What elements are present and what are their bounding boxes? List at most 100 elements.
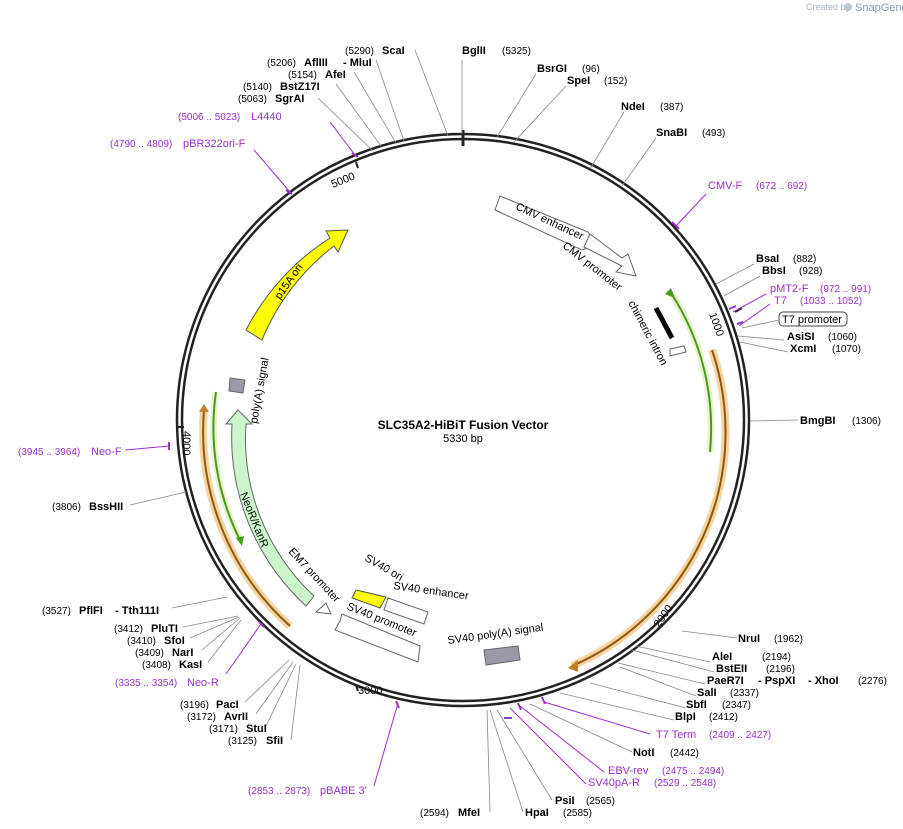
enzyme-pspxi[interactable]: - PspXI (758, 675, 795, 687)
feature-p15a-ori-label: p15A ori (273, 262, 306, 302)
brand-name: SnapGene (855, 2, 903, 14)
primer-leaders (124, 121, 771, 787)
enzyme-afliii[interactable]: AflIII (304, 57, 328, 69)
enzyme-bsai[interactable]: BsaI (756, 253, 779, 265)
feature-polya-left[interactable] (228, 377, 246, 394)
enzyme-bbsi-pos: (928) (799, 266, 822, 277)
enzyme-sali[interactable]: SalI (697, 687, 717, 699)
feature-p15a-ori[interactable] (245, 229, 349, 341)
primer-pmt2-f[interactable]: pMT2-F (770, 283, 809, 295)
enzyme-pluti[interactable]: PluTI (151, 623, 178, 635)
brand-created-by: Created by (806, 2, 851, 12)
enzyme-mfei[interactable]: MfeI (458, 807, 480, 819)
tick-1000 (734, 307, 743, 313)
enzyme-asisi[interactable]: AsiSI (787, 331, 815, 343)
enzyme-alei[interactable]: AleI (712, 651, 732, 663)
enzyme-afei-pos: (5154) (288, 70, 317, 81)
enzyme-paer7i[interactable]: PaeR7I (707, 675, 744, 687)
enzyme-sgrai[interactable]: SgrAI (275, 93, 304, 105)
map-length: 5330 bp (443, 433, 483, 445)
enzyme-blpi[interactable]: BlpI (675, 711, 696, 723)
primer-neo-r[interactable]: Neo-R (187, 677, 219, 689)
enzyme-bmgbi[interactable]: BmgBI (800, 415, 835, 427)
enzyme-paci[interactable]: PacI (216, 699, 239, 711)
feature-chimeric-intron[interactable] (653, 306, 675, 340)
primer-sv40pa-r[interactable]: SV40pA-R (588, 777, 640, 789)
primer-t7-term[interactable]: T7 Term (656, 729, 696, 741)
primer-t7[interactable]: T7 (774, 295, 787, 307)
enzyme-kasi[interactable]: KasI (179, 659, 202, 671)
feature-t7-promoter-box[interactable] (778, 311, 848, 327)
enzyme-sbfi[interactable]: SbfI (686, 699, 707, 711)
enzyme-leaders (129, 49, 799, 813)
primer-t7-range: (1033 .. 1052) (800, 296, 862, 307)
feature-neor-kanr[interactable] (224, 409, 315, 607)
enzyme-bsshii[interactable]: BssHII (89, 501, 123, 513)
enzyme-paci-pos: (3196) (180, 700, 209, 711)
enzyme-noti[interactable]: NotI (633, 747, 654, 759)
enzyme-scai[interactable]: ScaI (382, 45, 405, 57)
orf-orange-right-arrowhead (568, 660, 578, 672)
enzyme-stui[interactable]: StuI (246, 723, 267, 735)
enzyme-nrui-pos: (1962) (774, 634, 803, 645)
enzyme-xcmi[interactable]: XcmI (790, 343, 816, 355)
primer-pbr322ori-f[interactable]: pBR322ori-F (183, 138, 246, 150)
t7-promoter-leader (741, 319, 780, 329)
primer-pbabe3[interactable]: pBABE 3' (320, 785, 367, 797)
enzyme-nari[interactable]: NarI (172, 647, 193, 659)
feature-sv40-enhancer-label: SV40 enhancer (393, 580, 470, 602)
enzyme-ndei[interactable]: NdeI (621, 101, 645, 113)
enzyme-hpai[interactable]: HpaI (525, 807, 549, 819)
enzyme-nrui[interactable]: NruI (738, 633, 760, 645)
enzyme-asisi-pos: (1060) (828, 332, 857, 343)
enzyme-bbsi[interactable]: BbsI (762, 265, 786, 277)
enzyme-bstz17i[interactable]: BstZ17I (280, 81, 320, 93)
enzyme-avrii[interactable]: AvrII (224, 711, 248, 723)
enzyme-tth111i[interactable]: - Tth111I (115, 605, 159, 617)
orf-orange-left-arrowhead (199, 404, 209, 412)
orf-orange-right[interactable] (571, 349, 727, 667)
enzyme-sfii[interactable]: SfiI (266, 735, 283, 747)
feature-sv40-polya[interactable] (483, 645, 521, 666)
enzyme-mlui[interactable]: - MluI (343, 57, 372, 69)
primer-pmt2-f-range: (972 .. 991) (820, 284, 871, 295)
feature-t7-promoter-label: T7 promoter (782, 314, 842, 326)
primer-cmv-f[interactable]: CMV-F (708, 180, 743, 192)
enzyme-hpai-pos: (2585) (563, 808, 592, 819)
enzyme-spei[interactable]: SpeI (567, 75, 590, 87)
enzyme-bsrgi[interactable]: BsrGI (537, 63, 567, 75)
feature-sv40-ori[interactable] (351, 589, 387, 609)
enzyme-bsteii[interactable]: BstEII (716, 663, 747, 675)
enzyme-psii[interactable]: PsiI (555, 795, 575, 807)
enzyme-bsteii-pos: (2196) (766, 664, 795, 675)
primer-ebv-rev-range: (2475 .. 2494) (662, 766, 724, 777)
primer-neo-f[interactable]: Neo-F (91, 446, 122, 458)
enzyme-xhoi[interactable]: - XhoI (808, 675, 839, 687)
feature-sv40-polya-label: SV40 poly(A) signal (447, 622, 544, 647)
enzyme-pflfi[interactable]: PflFI (79, 605, 103, 617)
feature-sv40-enhancer[interactable] (383, 597, 429, 625)
enzyme-bglii[interactable]: BglII (462, 45, 486, 57)
snapgene-brand: Created by SnapGene (806, 2, 903, 14)
feature-em7-promoter[interactable] (314, 602, 332, 615)
primer-l4440[interactable]: L4440 (251, 111, 282, 123)
enzyme-afei[interactable]: AfeI (325, 69, 346, 81)
primer-l4440-range: (5006 .. 5023) (178, 112, 240, 123)
primer-ebv-rev[interactable]: EBV-rev (608, 765, 649, 777)
enzyme-sfoi[interactable]: SfoI (164, 635, 185, 647)
snapgene-logo-icon (844, 3, 852, 11)
feature-sv40-promoter[interactable] (334, 613, 421, 663)
enzyme-bsai-pos: (882) (793, 254, 816, 265)
orf-orange-left[interactable] (202, 409, 291, 627)
enzyme-sfii-pos: (3125) (228, 736, 257, 747)
feature-cmv-promoter[interactable] (583, 233, 637, 277)
enzyme-sbfi-pos: (2347) (722, 700, 751, 711)
enzyme-snabi[interactable]: SnaBI (656, 127, 687, 139)
enzyme-xhoi-pos: (2276) (858, 676, 887, 687)
orf-green-left[interactable] (212, 391, 241, 541)
orf-green-right[interactable] (670, 292, 713, 453)
enzyme-pflfi-pos: (3527) (42, 606, 71, 617)
tick-label-5000: 5000 (330, 170, 357, 190)
primer-pbr322ori-f-range: (4790 .. 4809) (110, 139, 172, 150)
